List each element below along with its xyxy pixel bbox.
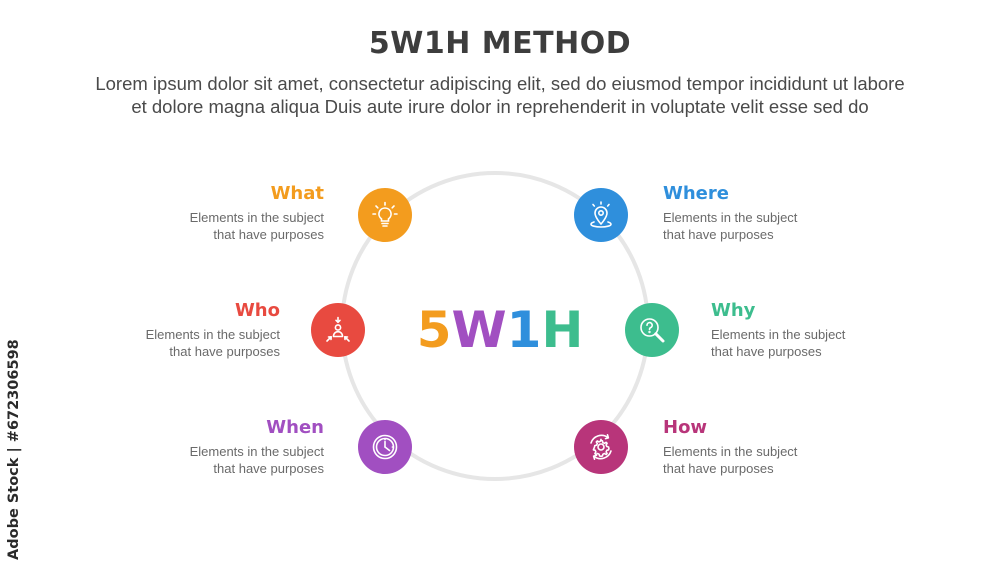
when-description: Elements in the subject that have purpos…	[104, 443, 324, 477]
clock-icon	[372, 434, 398, 460]
how-desc-line-2: that have purposes	[663, 461, 774, 476]
how-desc-line-1: Elements in the subject	[663, 444, 798, 459]
how-title: How	[663, 417, 708, 438]
how-node	[574, 420, 628, 474]
what-desc-line-1: Elements in the subject	[189, 210, 324, 225]
question-magnifier-icon	[640, 318, 665, 343]
who-desc-line-2: that have purposes	[169, 344, 280, 359]
subtitle-line-1: Lorem ipsum dolor sit amet, consectetur …	[95, 73, 905, 94]
center-letter-1: 1	[506, 301, 542, 359]
who-title: Who	[234, 300, 280, 321]
center-letter-w: W	[451, 301, 507, 359]
why-description: Elements in the subject that have purpos…	[711, 326, 931, 360]
gear-cycle-icon	[590, 433, 612, 461]
where-node	[574, 188, 628, 242]
why-node	[625, 303, 679, 357]
why-desc-line-2: that have purposes	[711, 344, 822, 359]
how-item: How Elements in the subject that have pu…	[663, 417, 883, 477]
person-focus-icon	[326, 316, 350, 342]
where-item: Where Elements in the subject that have …	[663, 183, 883, 243]
why-title: Why	[711, 300, 756, 321]
who-description: Elements in the subject that have purpos…	[60, 326, 280, 360]
when-node	[358, 420, 412, 474]
what-description: Elements in the subject that have purpos…	[104, 209, 324, 243]
when-item: When Elements in the subject that have p…	[104, 417, 324, 477]
who-node	[311, 303, 365, 357]
when-desc-line-2: that have purposes	[213, 461, 324, 476]
when-title: When	[266, 417, 324, 438]
where-desc-line-1: Elements in the subject	[663, 210, 798, 225]
where-desc-line-2: that have purposes	[663, 227, 774, 242]
center-letter-5: 5	[416, 301, 452, 359]
where-description: Elements in the subject that have purpos…	[663, 209, 883, 243]
what-title: What	[270, 183, 324, 204]
why-desc-line-1: Elements in the subject	[711, 327, 846, 342]
where-title: Where	[663, 183, 729, 204]
center-5w1h: 5W1H	[395, 300, 605, 360]
what-item: What Elements in the subject that have p…	[104, 183, 324, 243]
what-desc-line-2: that have purposes	[213, 227, 324, 242]
how-description: Elements in the subject that have purpos…	[663, 443, 883, 477]
who-item: Who Elements in the subject that have pu…	[60, 300, 280, 360]
when-desc-line-1: Elements in the subject	[189, 444, 324, 459]
center-letter-h: H	[541, 301, 584, 359]
location-pin-icon	[590, 201, 612, 228]
stock-watermark: Adobe Stock | #672306598	[6, 339, 22, 560]
what-node	[358, 188, 412, 242]
lightbulb-icon	[372, 201, 398, 227]
why-item: Why Elements in the subject that have pu…	[711, 300, 931, 360]
who-desc-line-1: Elements in the subject	[145, 327, 280, 342]
subtitle-line-2: et dolore magna aliqua Duis aute irure d…	[131, 96, 869, 117]
page-subtitle: Lorem ipsum dolor sit amet, consectetur …	[40, 72, 960, 118]
page-title: 5W1H METHOD	[368, 26, 632, 61]
